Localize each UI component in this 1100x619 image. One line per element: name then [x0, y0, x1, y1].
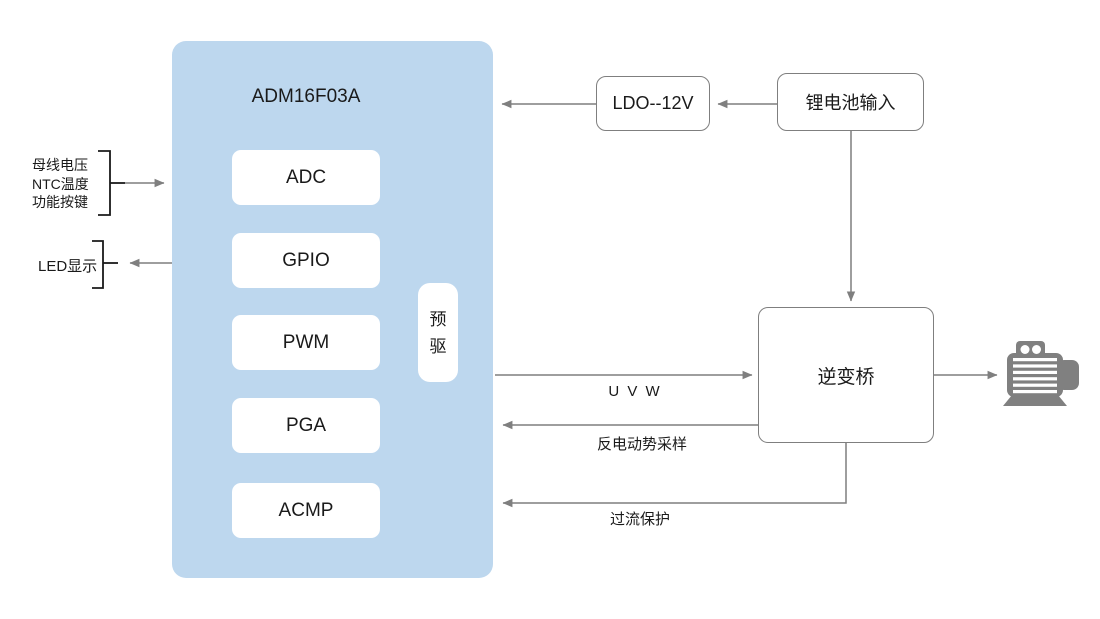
block-ldo: LDO--12V: [596, 76, 710, 131]
module-pwm: PWM: [232, 315, 380, 370]
label-back-emf-sampling: 反电动势采样: [596, 436, 687, 453]
input-signal-function-keys: 功能按键: [32, 194, 88, 210]
input-signal-bus-voltage: 母线电压: [32, 157, 88, 173]
block-battery-input: 锂电池输入: [777, 73, 924, 131]
module-acmp: ACMP: [232, 483, 380, 538]
label-overcurrent-protection: 过流保护: [609, 511, 670, 528]
motor-icon: [1003, 341, 1079, 406]
module-adc: ADC: [232, 150, 380, 205]
label-uvw: U V W: [608, 383, 662, 400]
module-predriver-label: 预驱: [429, 309, 447, 356]
input-signal-ntc-temp: NTC温度: [32, 175, 89, 192]
block-inverter-bridge: 逆变桥: [758, 307, 934, 443]
chip-block-adm16f03a: ADM16F03A ADC GPIO PWM PGA ACMP 预驱: [172, 41, 493, 578]
led-display-label: LED显示: [38, 258, 98, 275]
module-predriver: 预驱: [418, 283, 458, 382]
chip-title: ADM16F03A: [251, 86, 361, 107]
input-signal-labels: 母线电压 NTC温度 功能按键: [32, 156, 100, 212]
module-gpio: GPIO: [232, 233, 380, 288]
module-pga: PGA: [232, 398, 380, 453]
